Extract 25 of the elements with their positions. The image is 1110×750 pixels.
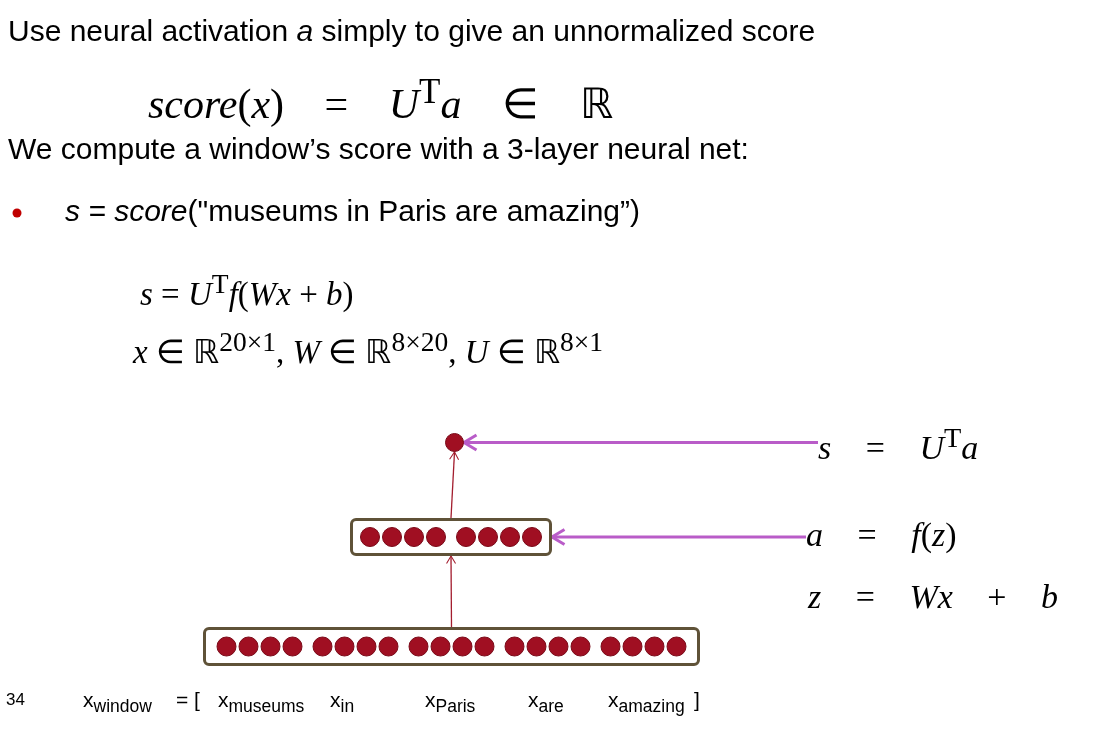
equation-text: z = Wx + b [808,578,1059,616]
vector-label: x$_{amazing}$ [608,688,685,718]
vector-label: x$_{museums}$ [218,688,305,718]
bracket-text: ] [694,688,700,712]
heading-text: Use neural activation a simply to give an unnormalized score [8,14,816,48]
arrow [462,433,818,452]
arrow [449,451,460,519]
output-neuron [445,433,464,452]
layer-box [203,627,700,666]
equation-text: s = U$^{T}$a [818,424,1038,462]
arrow [446,555,457,628]
vector-label: x$_{window}$ [83,688,152,718]
equation-text: s = U$^{T}$f(Wx + b) [140,268,354,313]
equation-text: a = f(z) [806,518,1026,558]
bracket-text: = [ [176,688,200,712]
page-number: 34 [6,690,25,710]
arrow [550,528,806,546]
bullet-text: s = score("museums in Paris are amazing”) [65,194,640,228]
vector-label: x$_{in}$ [330,688,355,718]
vector-label: x$_{Paris}$ [425,688,476,718]
vector-label: x$_{are}$ [528,688,564,718]
body-text: We compute a window’s score with a 3-layer neural net: [8,132,749,166]
equation-text: score(x) = U$^{T}$a ∈ ℝ [148,72,613,128]
layer-box [350,518,552,556]
equation-text: x ∈ ℝ$^{20×1}$, W ∈ ℝ$^{8×20}$, U ∈ ℝ$^{8×1}$ [133,326,604,371]
